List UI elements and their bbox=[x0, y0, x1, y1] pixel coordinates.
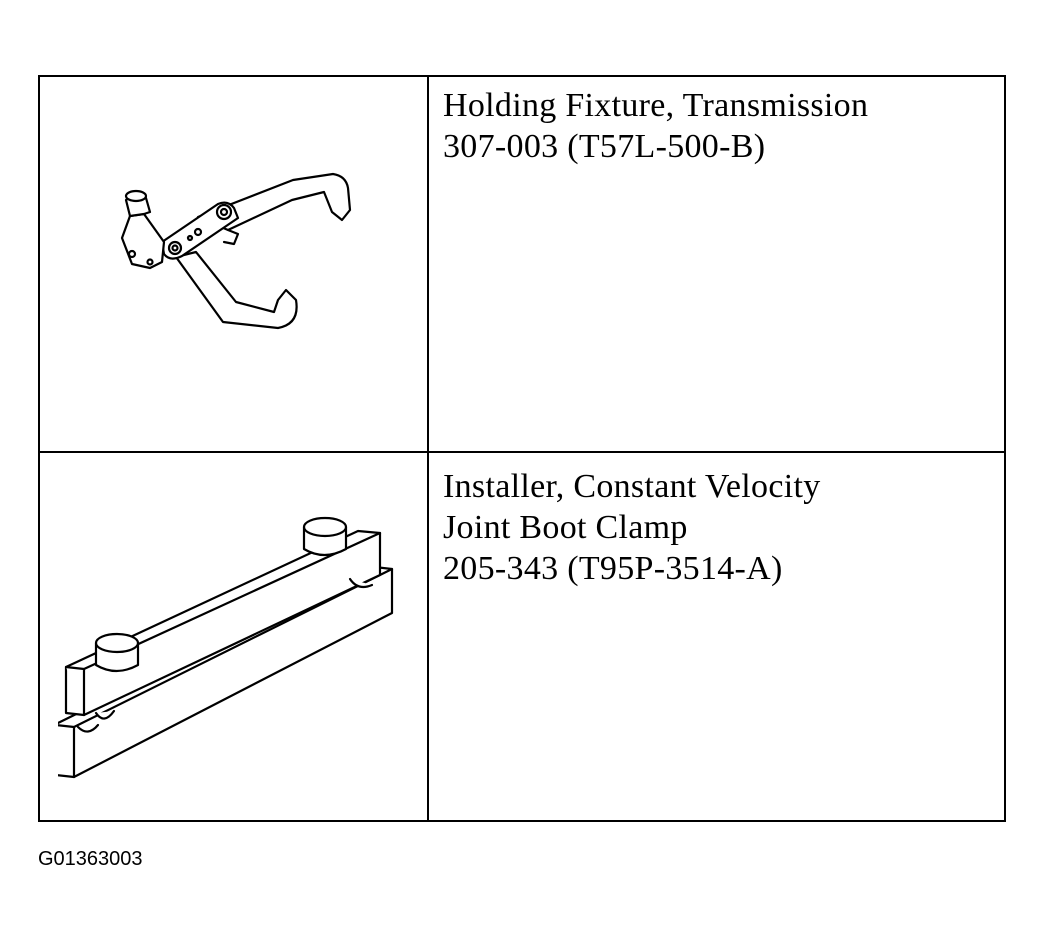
special-tools-table bbox=[38, 75, 1006, 822]
tool-name: Installer, Constant Velocity bbox=[443, 468, 821, 505]
tool-name-continued: Joint Boot Clamp bbox=[443, 509, 688, 546]
tool-name: Holding Fixture, Transmission bbox=[443, 87, 869, 124]
holding-fixture-illustration bbox=[120, 172, 352, 330]
tool-description-2: Installer, Constant Velocity Joint Boot … bbox=[443, 466, 821, 589]
tool-description-1: Holding Fixture, Transmission 307-003 (T… bbox=[443, 85, 868, 167]
boot-clamp-installer-illustration bbox=[58, 516, 394, 779]
column-divider bbox=[427, 77, 429, 820]
tool-number: 307-003 (T57L-500-B) bbox=[443, 128, 766, 165]
row-divider bbox=[40, 451, 1004, 453]
tool-number: 205-343 (T95P-3514-A) bbox=[443, 550, 783, 587]
figure-id: G01363003 bbox=[38, 848, 143, 870]
